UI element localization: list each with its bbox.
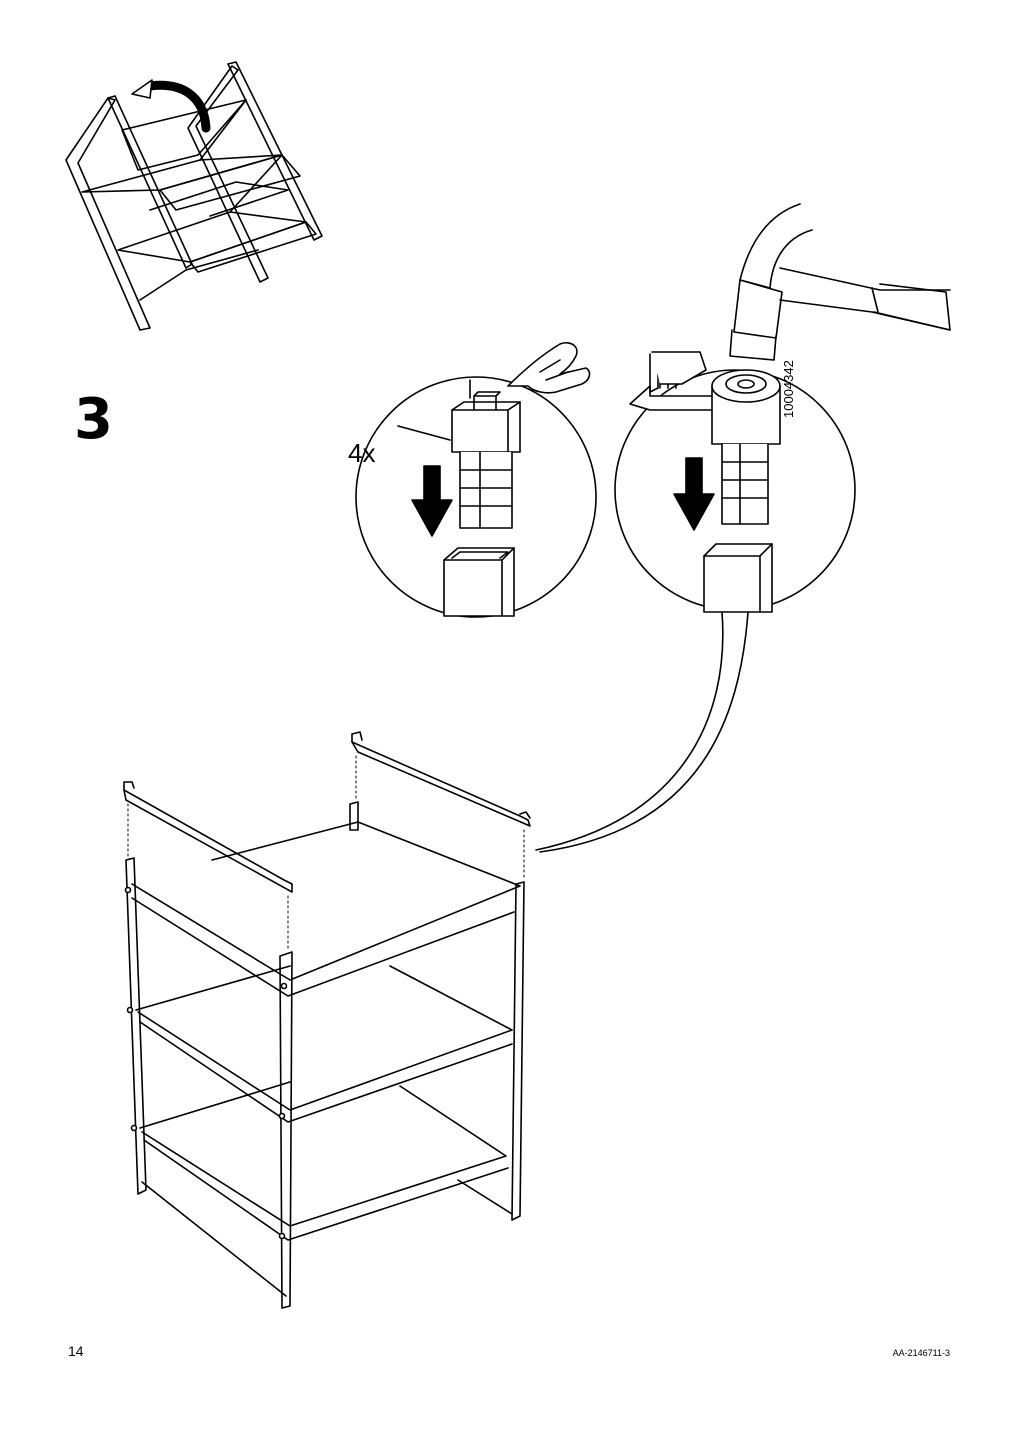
hammer-drawing xyxy=(729,203,951,361)
page-number: 14 xyxy=(68,1343,84,1359)
tool-code: 10004342 xyxy=(781,360,796,418)
tipped-shelf-drawing xyxy=(65,61,323,331)
insert-detail-circle xyxy=(355,341,597,618)
step-number: 3 xyxy=(74,387,113,452)
document-code: AA-2146711-3 xyxy=(892,1348,950,1358)
quantity-label: 4x xyxy=(348,438,376,468)
shelving-unit-drawing xyxy=(123,731,531,1309)
hammer-detail-circle xyxy=(535,351,856,853)
